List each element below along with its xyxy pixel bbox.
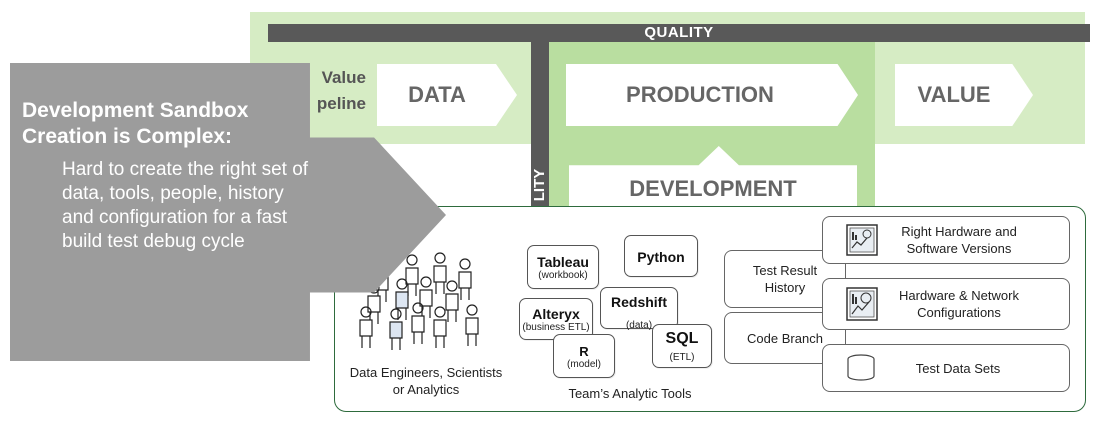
tool-python: Python — [624, 235, 698, 277]
tool-tableau: Tableau (workbook) — [527, 245, 599, 289]
tool-sub: (data) — [625, 320, 653, 331]
tool-redshift: Redshift (data) — [600, 287, 678, 331]
network-config-icon — [846, 287, 878, 321]
tools-caption: Team’s Analytic Tools — [568, 386, 692, 401]
tool-sub: (model) — [567, 359, 601, 370]
callout-body: Hard to create the right set of data, to… — [62, 159, 309, 252]
hardware-network-box: Hardware & Network Configurations — [822, 278, 1070, 330]
test-data-sets-label: Test Data Sets — [915, 360, 1001, 376]
hardware-software-label: Right Hardware and Software Versions — [901, 224, 1017, 256]
people-caption: Data Engineers, Scientists or Analytics — [349, 365, 503, 397]
hardware-software-box: Right Hardware and Software Versions — [822, 216, 1070, 264]
tool-sql: SQL (ETL) — [652, 324, 712, 368]
hardware-network-label: Hardware & Network Configurations — [899, 288, 1019, 320]
value-chevron: VALUE — [895, 64, 1033, 126]
tool-r: R (model) — [553, 334, 615, 378]
tool-name: Python — [637, 249, 685, 265]
test-data-sets-box: Test Data Sets — [822, 344, 1070, 392]
value-pipeline-label: Value peline — [316, 68, 366, 113]
tool-sub: (workbook) — [538, 270, 588, 281]
tool-name: R — [579, 344, 589, 359]
quality-bar: QUALITY — [268, 24, 1090, 42]
quality-vertical-label: LITY — [531, 168, 548, 202]
tool-name: SQL — [665, 330, 699, 347]
tool-name: Redshift — [611, 294, 667, 310]
production-chevron: PRODUCTION — [566, 64, 858, 126]
tool-name: Alteryx — [532, 306, 580, 322]
callout-title: Development Sandbox Creation is Complex: — [22, 99, 249, 148]
tool-name: Tableau — [537, 254, 589, 270]
data-chevron: DATA — [377, 64, 517, 126]
tool-sub: (ETL) — [669, 352, 695, 363]
dashboard-icon — [846, 224, 878, 256]
quality-vertical-bar — [531, 42, 549, 212]
database-icon — [847, 354, 875, 381]
tool-sub: (business ETL) — [522, 322, 590, 333]
